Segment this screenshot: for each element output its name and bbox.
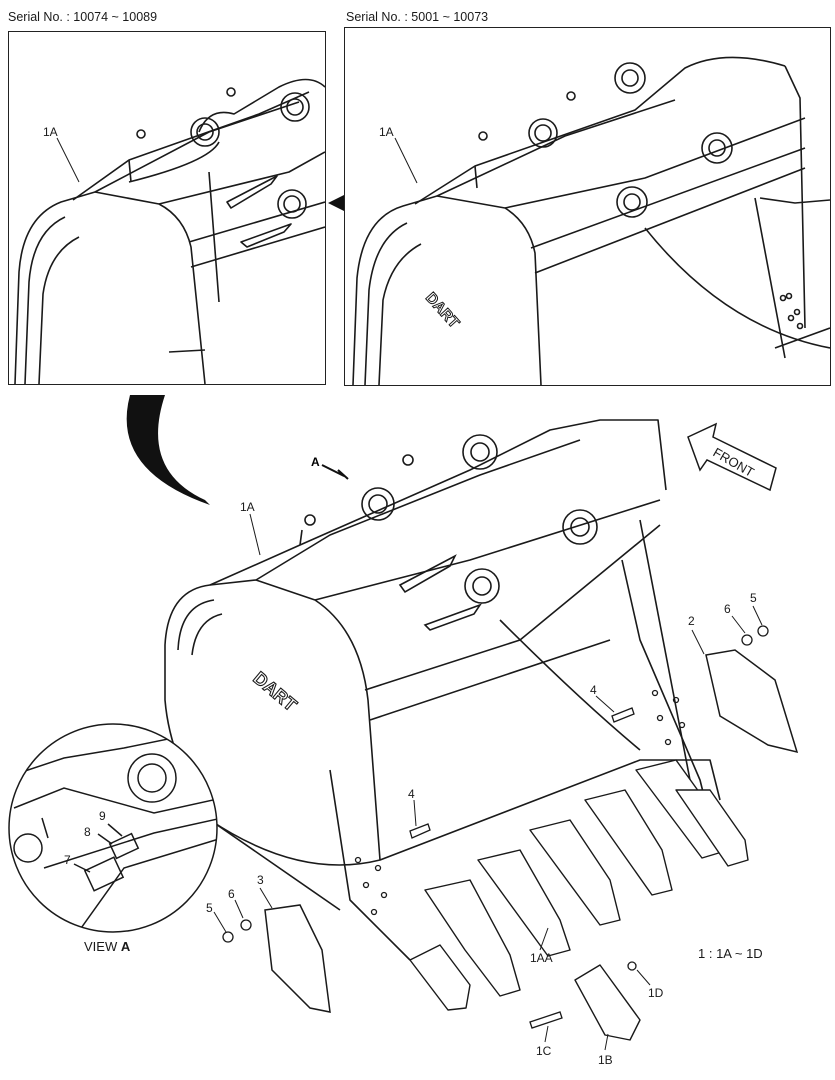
callout-bolt-right: 4 (590, 683, 597, 697)
view-a-arrow-icon (321, 464, 349, 480)
bucket-top-left-drawing: 1A (14, 78, 325, 384)
logo-top-right: DART (422, 289, 463, 331)
teeth-row (409, 759, 749, 1041)
callout-nut-right: 5 (750, 591, 757, 605)
right-serial-header: Serial No. : 5001 ~ 10073 (346, 10, 489, 24)
callout-bucket: 1A (240, 500, 255, 514)
boss-ring-icon (478, 62, 804, 330)
callout-side-cutter-left: 3 (257, 873, 264, 887)
id-plate-8 (108, 832, 140, 860)
fasteners (222, 625, 769, 1029)
callout-washer-right: 6 (724, 602, 731, 616)
side-cutter-left (264, 904, 331, 1013)
pointer-arrow-icon (328, 195, 344, 211)
ratio-note: 1 : 1A ~ 1D (698, 946, 763, 961)
top-right-panel: DART 1A (344, 27, 831, 386)
id-plate-7 (83, 856, 125, 892)
callout-washer-left: 6 (228, 887, 235, 901)
callout-tooth: 1B (598, 1053, 613, 1067)
left-serial-header: Serial No. : 10074 ~ 10089 (8, 10, 158, 24)
callout-pin: 1C (536, 1044, 552, 1058)
view-a-label-prefix: VIEW (84, 939, 121, 954)
top-left-panel: 1A (8, 31, 326, 385)
callout-nut-left: 5 (206, 901, 213, 915)
callout-bolt-left: 4 (408, 787, 415, 801)
front-arrow-icon (687, 422, 777, 492)
view-a-label-letter: A (120, 939, 131, 954)
view-a-detail: 7 8 9 (8, 723, 218, 933)
callout-plate-9: 9 (99, 809, 106, 823)
callout-plate-7: 7 (64, 853, 71, 867)
curved-pointer-arrow-icon (126, 395, 210, 505)
callout-plate-8: 8 (84, 825, 91, 839)
callout-adapter: 1AA (530, 951, 553, 965)
side-cutter-right (705, 649, 799, 754)
boss-ring-icon (304, 434, 598, 604)
callout-lock: 1D (648, 986, 664, 1000)
main-bucket-drawing: FRONT A DART (126, 395, 799, 1067)
view-a-marker: A (311, 455, 320, 469)
callout-1a-top-right: 1A (379, 125, 394, 139)
callout-side-cutter-right: 2 (688, 614, 695, 628)
bucket-logo: DART (249, 668, 300, 715)
bucket-top-right-drawing: DART 1A (352, 56, 830, 385)
callout-1a-top-left: 1A (43, 125, 58, 139)
boss-ring-icon (136, 87, 310, 219)
bolt-holes (354, 689, 686, 916)
view-a-label: VIEW A (84, 939, 130, 954)
